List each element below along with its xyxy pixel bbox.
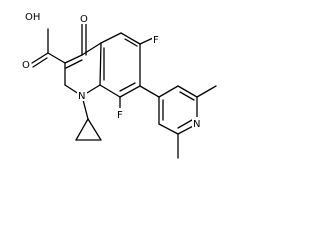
dimethylpyridine-ring	[158, 85, 217, 159]
cyclopropyl-group	[75, 95, 102, 141]
ketone-group	[81, 22, 87, 56]
fluoro-bonds	[119, 37, 154, 109]
carboxyl-oh-label: OH	[25, 12, 40, 23]
pyridine-nitrogen-label: N	[193, 119, 200, 130]
ketone-oxygen-label: O	[80, 14, 88, 25]
benzo-ring	[99, 32, 141, 98]
fluorine-label-top: F	[153, 35, 159, 46]
quinolone-nitrogen-label: N	[78, 91, 85, 102]
atom-labels: OH O O F F N N	[21, 10, 202, 130]
carboxyl-oxygen-label: O	[22, 60, 30, 71]
aryl-aryl-bond	[139, 85, 160, 98]
molecule-structure: OH O O F F N N	[21, 10, 217, 159]
fluorine-label-bottom: F	[117, 110, 123, 121]
carboxylic-acid-group	[31, 28, 66, 68]
pyridone-ring	[64, 42, 102, 97]
